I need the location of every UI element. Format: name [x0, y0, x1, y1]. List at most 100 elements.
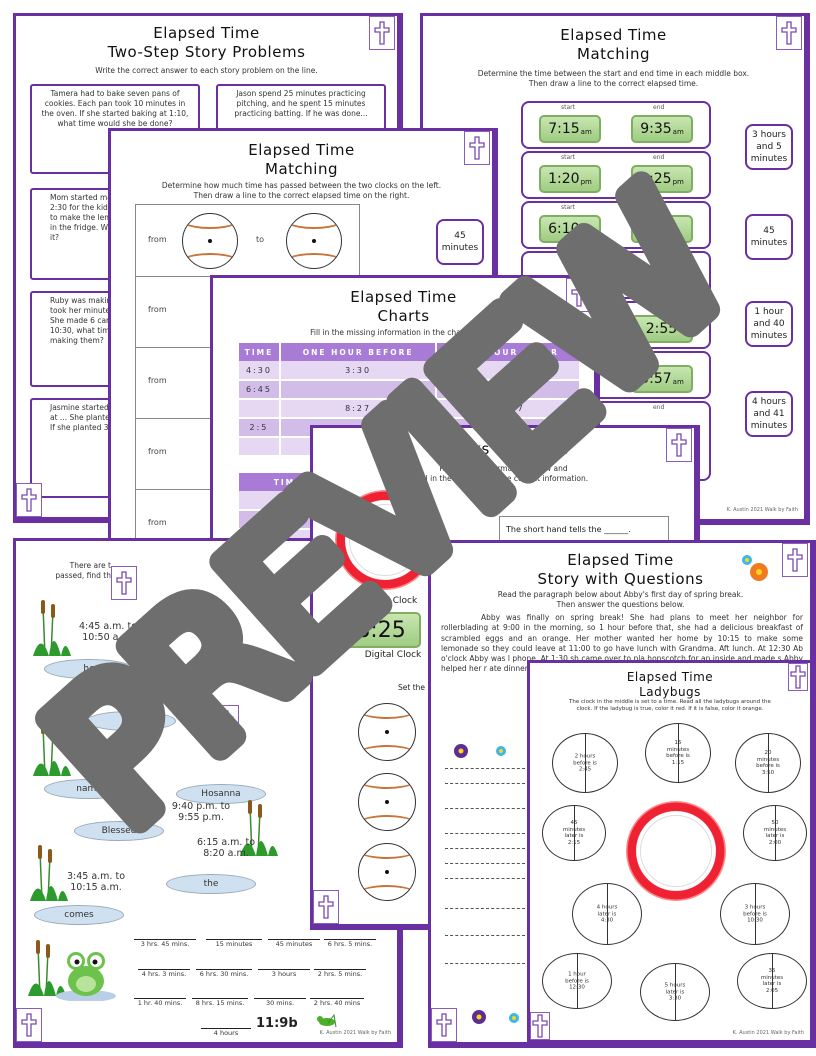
ladybug-statement[interactable]: 3 hours before is 10:30	[720, 883, 790, 945]
time-range-label: 6:50 a.m. to 8:30 a.m.	[71, 739, 131, 761]
answer-line[interactable]	[445, 808, 525, 809]
end-label: end	[653, 404, 665, 411]
answer-line[interactable]	[445, 963, 525, 964]
ladybug-statement[interactable]: 5 hours later is 3:30	[640, 963, 710, 1021]
pond-cloud-word: Lord	[86, 711, 176, 731]
answer-line[interactable]	[445, 833, 525, 834]
pond-cloud-word: he	[44, 659, 134, 679]
baseball-clock-icon	[358, 843, 416, 901]
flower-purple-icon	[454, 744, 468, 758]
cross-icon	[16, 483, 42, 517]
answer-line[interactable]	[445, 863, 525, 864]
page-title: Elapsed Time	[626, 670, 714, 684]
cattail-icon	[33, 720, 71, 776]
ladybug-statement[interactable]: 45 minutes later is 2:15	[542, 805, 606, 861]
ladybug-statement[interactable]: 35 minutes later is 2:05	[737, 953, 807, 1009]
answer-line[interactable]	[445, 878, 525, 879]
pond-cloud-word: Blessed	[74, 821, 164, 841]
instructions: clock. If the ladybug is true, color it …	[576, 706, 764, 712]
elapsed-answer-box: 3 hours and 5 minutes	[745, 124, 793, 170]
cross-icon	[111, 566, 137, 600]
elapsed-answer-box: 1 hour and 40 minutes	[745, 301, 793, 347]
digital-end-time: 2:55	[631, 315, 693, 343]
answer-blank: 6 hrs. 5 mins.	[324, 939, 376, 948]
cattail-icon	[28, 940, 66, 996]
answer-line[interactable]	[445, 848, 525, 849]
answer-line[interactable]	[445, 908, 525, 909]
ladybug-statement[interactable]: 1 hour before is 12:30	[542, 953, 612, 1009]
end-label: end	[653, 104, 665, 111]
analog-clock-flower-icon	[335, 490, 435, 590]
cross-icon	[431, 1008, 457, 1042]
ladybug-statement[interactable]: 2 hours before is 2:45	[552, 733, 618, 793]
baseball-clock-icon	[286, 213, 342, 269]
flower-purple-icon	[472, 1010, 486, 1024]
ladybug-statement[interactable]: 15 minutes before is 1:15	[645, 723, 711, 783]
elapsed-answer-box: 45 minutes	[436, 219, 484, 265]
page-title: Elapsed Time	[560, 26, 667, 44]
cross-icon	[313, 890, 339, 924]
time-range-label: 6:15 a.m. to 8:20 a.m.	[196, 837, 256, 859]
instructions: Then answer the questions below.	[556, 600, 685, 609]
cross-icon	[16, 1008, 42, 1042]
answer-line[interactable]	[445, 935, 525, 936]
cross-icon	[464, 131, 490, 165]
instructions: Write the correct answer to each story p…	[95, 66, 318, 75]
cross-icon	[782, 543, 808, 577]
grasshopper-icon	[317, 1013, 337, 1028]
baseball-clock-icon	[358, 773, 416, 831]
to-label: to	[256, 235, 265, 244]
answer-blank: 3 hours	[258, 969, 310, 978]
page-title: Elapsed Time	[567, 551, 674, 569]
ladybug-statement[interactable]: 4 hours later is 4:30	[572, 883, 642, 945]
column-header: ONE HOUR BEFORE	[279, 343, 438, 361]
page-title: Elapsed Time	[350, 288, 457, 306]
verse-reference: 11:9b	[256, 1016, 298, 1031]
start-label: start	[561, 204, 575, 211]
answer-blank: 2 hrs. 5 mins.	[314, 969, 366, 978]
from-label: from	[148, 447, 167, 456]
cross-icon	[566, 278, 592, 312]
digital-clock-display: 8:25	[341, 612, 421, 648]
time-range-label: 4:45 a.m. to 10:50 a.m.	[78, 621, 138, 643]
analog-clock-label: Analog Clock	[358, 596, 418, 606]
digital-end-time: 6:4	[631, 215, 693, 243]
from-label: from	[148, 235, 167, 244]
flower-orange-icon	[750, 563, 768, 581]
column-header: ONE HOUR LATER	[436, 343, 581, 361]
instructions: Fill in the missing information in the c…	[310, 328, 497, 337]
answer-line[interactable]	[445, 783, 525, 784]
ladybug-statement[interactable]: 50 minutes later is 2:00	[743, 805, 807, 861]
answer-blank: 6 hrs. 30 mins.	[196, 969, 252, 978]
set-the-label: Set the	[398, 683, 426, 692]
page-subtitle: Matching	[577, 45, 650, 63]
answer-blank: 4 hrs. 3 mins.	[138, 969, 190, 978]
instructions: Read the paragraph below about Abby's fi…	[497, 590, 744, 599]
from-label: from	[148, 518, 167, 527]
answer-blank: 8 hrs. 15 mins.	[192, 998, 248, 1007]
baseball-clock-icon	[358, 703, 416, 761]
pond-cloud-word: the	[166, 874, 256, 894]
page-subtitle: Charts	[377, 307, 430, 325]
from-label: from	[148, 305, 167, 314]
page-title: Elapsed Time	[248, 141, 355, 159]
end-label: end	[653, 254, 665, 261]
answer-line[interactable]	[445, 768, 525, 769]
answer-blank: 30 mins.	[254, 998, 306, 1007]
cross-icon	[666, 428, 692, 462]
instructions: The clock in the middle is set to a time…	[569, 699, 771, 705]
worksheet-ladybugs: Elapsed Time Ladybugs The clock in the m…	[527, 660, 816, 1046]
time-range-label: 12:35 p.m.	[105, 684, 157, 695]
ladybug-statement[interactable]: 20 minutes before is 3:50	[735, 733, 801, 793]
